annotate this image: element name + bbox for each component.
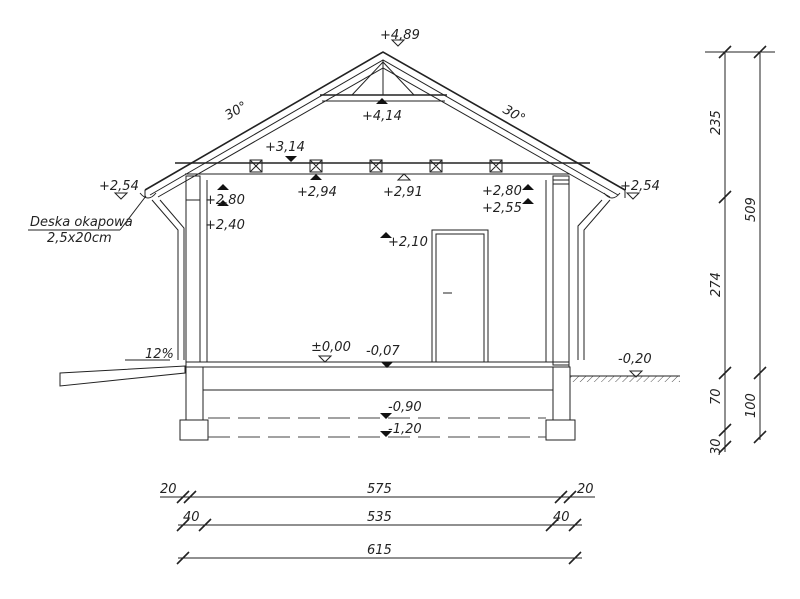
dim-40-left: 40 (183, 510, 200, 525)
level-wall-left-low: +2,40 (205, 218, 245, 233)
fascia-size: 2,5x20cm (47, 231, 112, 246)
dim-70: 70 (709, 388, 724, 405)
dim-20-right: 20 (577, 482, 594, 497)
walls (185, 175, 570, 366)
level-markers (113, 39, 644, 437)
slope-label: 12% (145, 347, 174, 362)
dim-575: 575 (367, 482, 392, 497)
level-labels: +4,89 +4,14 +3,14 +2,94 +2,91 +2,54 +2,5… (28, 28, 660, 437)
level-collar: +4,14 (362, 109, 402, 124)
roof (144, 51, 626, 198)
floor-foundation (59, 361, 680, 441)
dim-40-right: 40 (553, 510, 570, 525)
roof-angle-right: 30° (500, 102, 527, 127)
level-apex: +4,89 (380, 28, 420, 43)
fascia-label: Deska okapowa (30, 215, 133, 230)
vertical-dimensions: 235 274 70 30 509 100 (705, 45, 775, 455)
level-door-top: +2,10 (388, 235, 428, 250)
dim-535: 535 (367, 510, 392, 525)
level-foundation-bottom: -1,20 (388, 422, 422, 437)
level-floor: ±0,00 (311, 340, 351, 355)
level-wall-right-low: +2,55 (482, 201, 522, 216)
dim-100: 100 (744, 393, 759, 418)
roof-angle-left: 30° (223, 99, 250, 124)
level-ground: -0,20 (618, 352, 652, 367)
level-eave-right: +2,54 (620, 179, 660, 194)
dim-509: 509 (744, 197, 759, 222)
level-eave-left: +2,54 (99, 179, 139, 194)
dim-274: 274 (709, 272, 724, 297)
downpipes (139, 192, 621, 360)
door (431, 229, 489, 363)
level-floor-finish: -0,07 (366, 344, 400, 359)
level-wall-right-top: +2,80 (482, 184, 522, 199)
level-plate: +3,14 (265, 140, 305, 155)
dim-615: 615 (367, 543, 392, 558)
ceiling-joists (249, 159, 503, 173)
level-ceiling-left: +2,94 (297, 185, 337, 200)
level-wall-left-top: +2,80 (205, 193, 245, 208)
level-ceiling-mid: +2,91 (383, 185, 423, 200)
dim-20-left: 20 (160, 482, 177, 497)
horizontal-dimensions: 20 575 20 40 535 40 615 (160, 482, 595, 565)
dim-30: 30 (709, 438, 724, 455)
dim-235: 235 (709, 110, 724, 135)
level-foundation-top: -0,90 (388, 400, 422, 415)
